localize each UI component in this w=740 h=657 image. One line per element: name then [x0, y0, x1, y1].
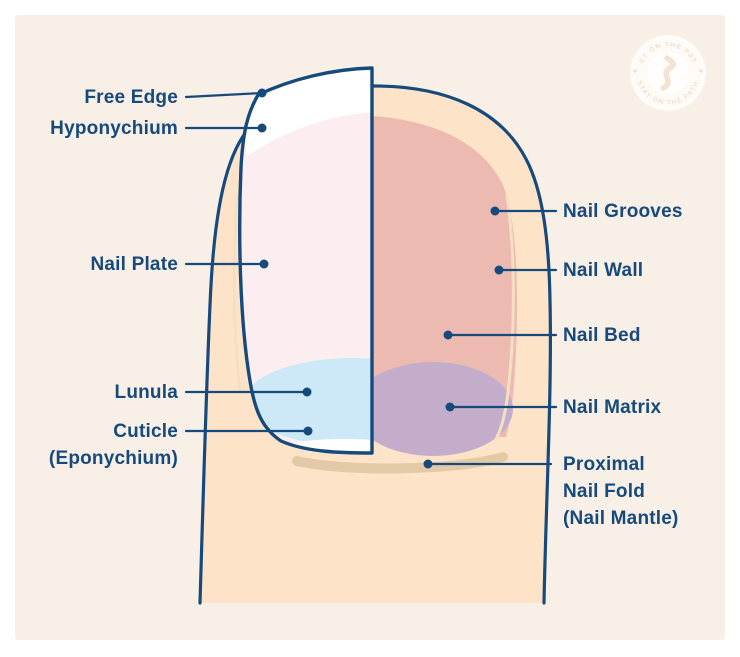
badge-separator-dot-left: [633, 69, 637, 73]
dot-proximal-nail-fold: [423, 459, 433, 469]
dot-cuticle: [303, 426, 313, 436]
dot-nail-grooves: [490, 206, 500, 216]
label-hyponychium-text: Hyponychium: [50, 118, 178, 139]
leader-free-edge: [184, 91, 264, 99]
nail-plate-outline: [238, 66, 374, 455]
dot-free-edge: [257, 88, 267, 98]
dot-nail-matrix: [445, 402, 455, 412]
nail-matrix-shape: [353, 362, 513, 456]
label-proximal-nail-fold: Proximal Nail Fold (Nail Mantle): [563, 451, 679, 532]
label-nail-plate-text: Nail Plate: [90, 254, 178, 275]
leader-lines: [184, 91, 558, 466]
nail-plate-shape: [239, 68, 372, 453]
label-nail-plate: Nail Plate: [90, 251, 178, 278]
label-proximal-line3: (Nail Mantle): [563, 508, 679, 529]
label-nail-grooves-text: Nail Grooves: [563, 201, 683, 222]
leader-dots: [257, 88, 504, 469]
label-nail-matrix: Nail Matrix: [563, 394, 661, 421]
brand-badge: GET ON THE PATH STAY ON THE PATH: [630, 35, 706, 111]
label-lunula: Lunula: [115, 379, 178, 406]
label-cuticle-line2: (Eponychium): [48, 448, 178, 469]
label-free-edge: Free Edge: [84, 84, 178, 111]
label-nail-grooves: Nail Grooves: [563, 198, 683, 225]
label-proximal-line1: Proximal: [563, 454, 645, 475]
winding-path-icon: [660, 55, 676, 91]
dot-nail-wall: [494, 265, 504, 275]
nail-bed-region: [372, 116, 517, 437]
label-hyponychium: Hyponychium: [50, 115, 178, 142]
badge-separator-dot-right: [699, 69, 703, 73]
badge-ring: [631, 36, 705, 110]
dot-nail-bed: [443, 330, 453, 340]
dot-lunula: [302, 387, 312, 397]
proximal-fold-crease: [292, 452, 508, 474]
dot-hyponychium: [257, 123, 267, 133]
label-nail-wall: Nail Wall: [563, 257, 643, 284]
label-cuticle: Cuticle (Eponychium): [49, 418, 178, 472]
nail-groove-line-right: [494, 194, 515, 441]
dot-nail-plate: [259, 259, 269, 269]
label-lunula-text: Lunula: [114, 382, 178, 403]
label-nail-bed-text: Nail Bed: [563, 325, 641, 346]
label-nail-bed: Nail Bed: [563, 322, 641, 349]
label-proximal-line2: Nail Fold: [563, 481, 646, 502]
nail-plate-group: [238, 66, 374, 455]
label-cuticle-line1: Cuticle: [113, 421, 178, 442]
label-nail-matrix-text: Nail Matrix: [563, 397, 662, 418]
label-nail-wall-text: Nail Wall: [563, 260, 644, 281]
label-free-edge-text: Free Edge: [84, 87, 178, 108]
lunula-shape: [244, 358, 372, 446]
nail-groove-line-left: [232, 193, 242, 392]
